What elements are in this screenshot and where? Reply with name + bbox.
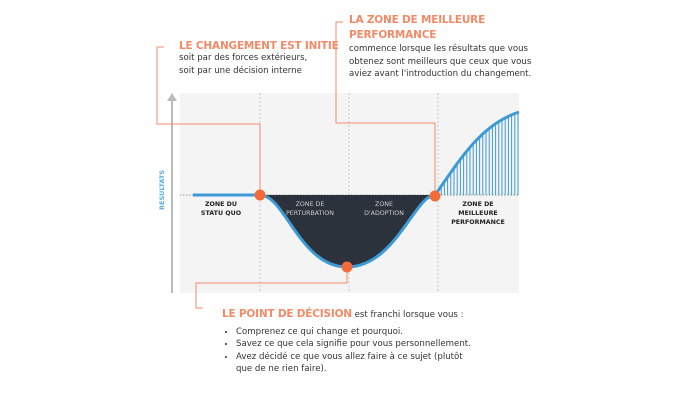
decision-criteria-list: Comprenez ce qui change et pourquoi. Sav… [222, 326, 481, 376]
connector-lines [156, 21, 436, 309]
annotation-title: PERFORMANCE [349, 29, 437, 41]
zone-label-line: PERFORMANCE [451, 219, 505, 226]
list-item: Savez ce que cela signifie pour vous per… [236, 338, 481, 351]
decision-point [341, 261, 353, 273]
annotation-title: LE POINT DE DÉCISION [222, 308, 352, 320]
annotation-text: soit par une décision interne [179, 65, 302, 76]
dip-area [260, 195, 435, 267]
zone-label-line: D'ADOPTION [364, 210, 404, 217]
list-item: Comprenez ce qui change et pourquoi. [236, 326, 481, 339]
list-item: Avez décidé ce que vous allez faire à ce… [236, 351, 481, 376]
zone-label-line: STATU QUO [200, 210, 242, 217]
zone-better-performance: ZONE DE MEILLEURE PERFORMANCE [438, 200, 518, 227]
change-start-point [254, 189, 266, 201]
annotation-text: obtenez sont meilleurs que ceux que vous [349, 56, 532, 67]
annotation-text: soit par des forces extérieurs, [179, 53, 308, 63]
annotation-title: LA ZONE DE MEILLEURE [349, 14, 486, 26]
y-axis-label: RESULTATS [158, 169, 166, 210]
zone-label-line: PERTURBATION [285, 210, 335, 217]
better-performance-annotation: LA ZONE DE MEILLEURE PERFORMANCE commenc… [349, 13, 531, 81]
zone-label-line: ZONE DE [462, 201, 494, 208]
zone-adoption: ZONE D'ADOPTION [344, 200, 424, 218]
annotation-text: aviez avant l'introduction du changement… [349, 69, 532, 79]
zone-statu-quo: ZONE DU STATU QUO [181, 200, 261, 218]
change-start-annotation: LE CHANGEMENT EST INITIE soit par des fo… [179, 40, 339, 77]
y-axis-arrow [167, 93, 177, 293]
annotation-title: LE CHANGEMENT EST INITIE [179, 40, 339, 52]
change-curve [193, 110, 520, 269]
decision-annotation: LE POINT DE DÉCISION est franchi lorsque… [222, 302, 481, 376]
zone-label-line: ZONE DU [204, 201, 238, 208]
annotation-text: est franchi lorsque vous : [351, 310, 464, 320]
zone-label-line: MEILLEURE [458, 210, 498, 217]
better-performance-point [429, 190, 441, 202]
zone-label-line: ZONE [375, 201, 393, 208]
zone-label-line: ZONE DE [295, 201, 325, 208]
annotation-text: commence lorsque les résultats que vous [349, 44, 529, 54]
zone-perturbation: ZONE DE PERTURBATION [270, 200, 350, 218]
